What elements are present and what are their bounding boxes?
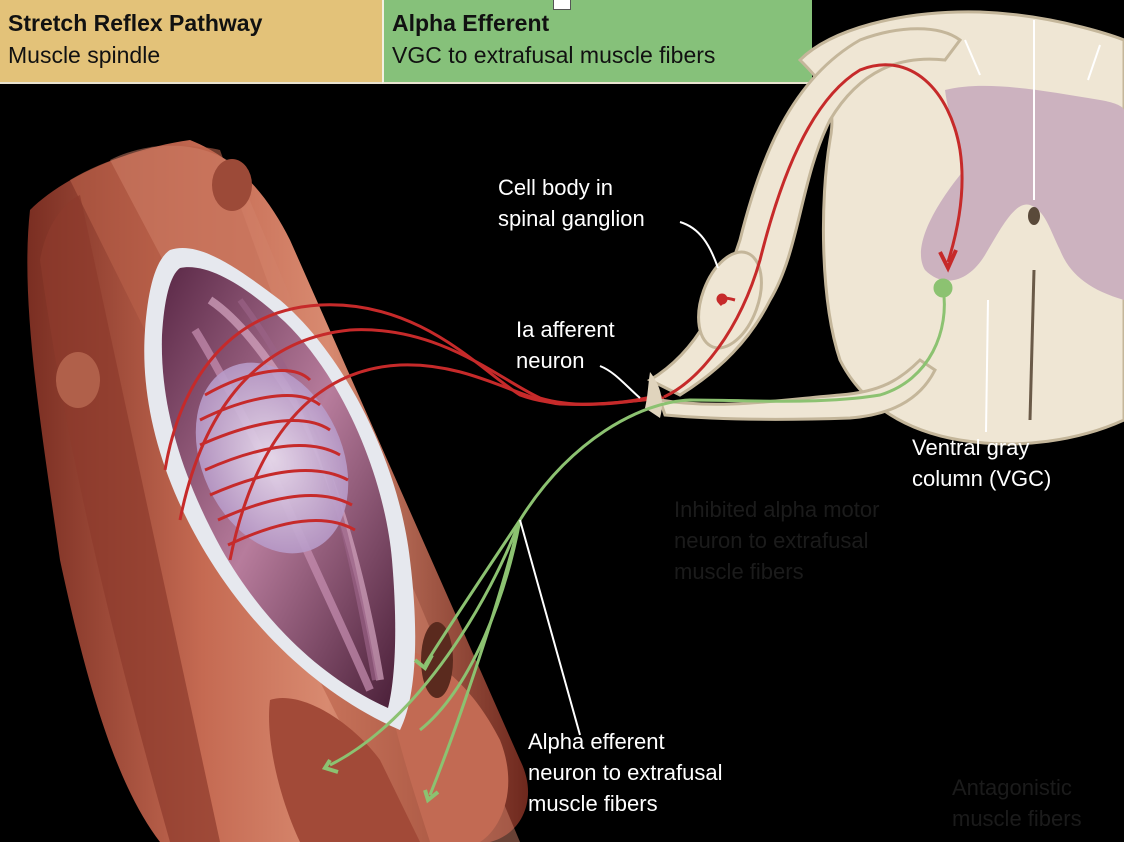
pathway-subtitle: Muscle spindle xyxy=(8,42,161,68)
label-antagonistic-fibers: Antagonistic muscle fibers xyxy=(952,775,1082,831)
efferent-subtitle: VGC to extrafusal muscle fibers xyxy=(392,42,716,68)
ia-afferent-neuron xyxy=(163,303,665,561)
efferent-header: Alpha Efferent VGC to extrafusal muscle … xyxy=(382,0,812,84)
pathway-header: Stretch Reflex Pathway Muscle spindle xyxy=(0,0,382,84)
pathway-title: Stretch Reflex Pathway xyxy=(8,10,263,36)
label-ventral-gray-column: Ventral gray column (VGC) xyxy=(912,435,1052,491)
slide-marker xyxy=(553,0,571,10)
label-inhibited-motor-neuron: Inhibited alpha motor neuron to extrafus… xyxy=(674,497,880,584)
spinal-cord xyxy=(645,10,1124,446)
label-ia-afferent: Ia afferent neuron xyxy=(516,317,615,373)
muscle-spindle xyxy=(144,248,416,730)
efferent-title: Alpha Efferent xyxy=(392,10,550,36)
alpha-efferent-neuron xyxy=(321,278,953,804)
leader-lines xyxy=(519,221,989,736)
label-alpha-efferent: Alpha efferent neuron to extrafusal musc… xyxy=(528,729,723,816)
afferent-path-cord xyxy=(663,63,964,399)
annulospiral-ending xyxy=(199,369,356,547)
label-cell-body: Cell body in spinal ganglion xyxy=(498,175,645,231)
